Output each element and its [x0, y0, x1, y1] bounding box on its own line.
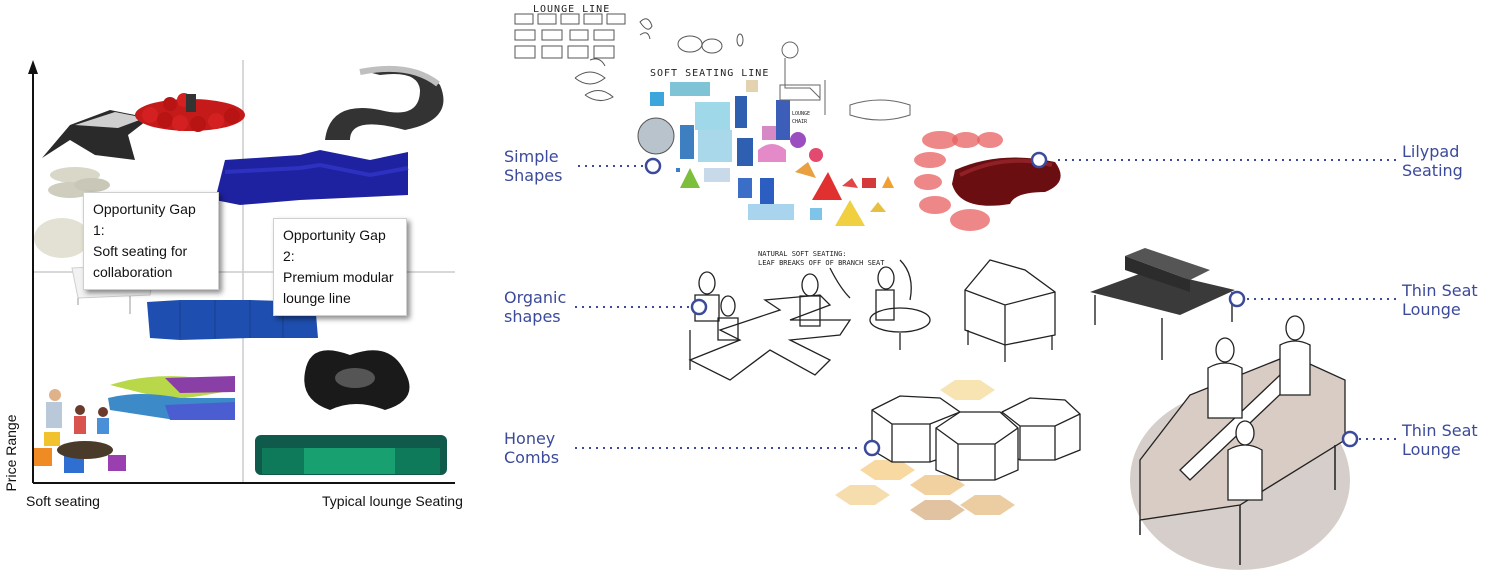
marker-simple-shapes-icon [644, 157, 662, 175]
lounge-chair-note-line-2: CHAIR [792, 119, 808, 125]
opportunity-gap-2-box: Opportunity Gap 2: Premium modular loung… [273, 218, 407, 316]
gap2-line-1: Opportunity Gap 2: [283, 227, 386, 264]
callout-thin-seat-2-line-1: Thin Seat [1402, 421, 1478, 440]
callout-thin-seat-lounge-2: Thin Seat Lounge [1402, 421, 1478, 459]
natural-soft-seating-note: NATURAL SOFT SEATING: LEAF BREAKS OFF OF… [758, 250, 884, 268]
callout-thin-seat-1-line-2: Lounge [1402, 300, 1461, 319]
lounge-line-thumbnails [514, 13, 744, 101]
gap1-line-3: collaboration [93, 264, 173, 280]
gap2-line-3: lounge line [283, 290, 351, 306]
callout-thin-seat-lounge-1: Thin Seat Lounge [1402, 281, 1478, 319]
callout-thin-seat-1-line-1: Thin Seat [1402, 281, 1478, 300]
callout-honey-combs-line-1: Honey [504, 429, 556, 448]
furniture-image-colorful-modules [108, 376, 235, 420]
soft-seating-shapes [637, 80, 894, 226]
sketch-graphics [514, 13, 1397, 570]
furniture-image-curved-black-bench [325, 65, 444, 140]
lilypad-seating-image [914, 131, 1061, 231]
callout-lilypad-line-1: Lilypad [1402, 142, 1460, 161]
marker-lilypad-icon [1030, 151, 1048, 169]
callout-markers [644, 151, 1359, 457]
lounge-chair-sketch [779, 41, 911, 121]
soft-seating-line-title: SOFT SEATING LINE [650, 68, 770, 79]
furniture-image-stacked-poufs [34, 167, 110, 258]
marker-organic-icon [690, 298, 708, 316]
furniture-image-green-sofa [255, 435, 447, 475]
gap1-line-1: Opportunity Gap 1: [93, 201, 196, 238]
natural-note-line-1: NATURAL SOFT SEATING: [758, 250, 847, 258]
y-axis-label: Price Range [3, 414, 19, 492]
callout-lilypad-seating: Lilypad Seating [1402, 142, 1463, 180]
callout-simple-shapes-line-2: Shapes [504, 166, 563, 185]
callout-lilypad-line-2: Seating [1402, 161, 1463, 180]
furniture-image-blue-modular-sofa [215, 150, 409, 205]
modular-ottoman-sketch [964, 259, 1056, 362]
x-axis-left-label: Soft seating [26, 493, 100, 509]
lounge-chair-note-line-1: LOUNGE [792, 111, 811, 117]
thin-seat-lounge-image-1 [1090, 248, 1235, 360]
callout-organic-line-2: shapes [504, 307, 561, 326]
callout-leaders [575, 159, 1397, 449]
lounge-chair-note: LOUNGE CHAIR [792, 110, 810, 126]
furniture-image-people-on-poufs [34, 389, 126, 473]
gap2-line-2: Premium modular [283, 269, 394, 285]
marker-thin-seat-1-icon [1228, 290, 1246, 308]
matrix-graphics [28, 60, 455, 484]
marker-thin-seat-2-icon [1341, 430, 1359, 448]
callout-simple-shapes-line-1: Simple [504, 147, 559, 166]
callout-organic-line-1: Organic [504, 288, 567, 307]
thin-seat-lounge-sketch-2 [1130, 315, 1350, 570]
callout-honey-combs: Honey Combs [504, 429, 559, 467]
y-axis-arrow [28, 60, 38, 74]
honeycomb-sketch [835, 380, 1081, 520]
furniture-image-red-ball-sofa [135, 93, 245, 132]
furniture-image-black-loop-sofa [304, 350, 410, 410]
lounge-line-title: LOUNGE LINE [533, 4, 611, 15]
organic-shapes-sketch [688, 259, 931, 381]
gap1-line-2: Soft seating for [93, 243, 188, 259]
natural-note-line-2: LEAF BREAKS OFF OF BRANCH SEAT [758, 259, 885, 267]
x-axis-right-label: Typical lounge Seating [322, 493, 463, 509]
callout-simple-shapes: Simple Shapes [504, 147, 562, 185]
opportunity-gap-1-box: Opportunity Gap 1: Soft seating for coll… [83, 192, 219, 290]
furniture-image-grey-lounger [42, 110, 150, 160]
callout-thin-seat-2-line-2: Lounge [1402, 440, 1461, 459]
callout-honey-combs-line-2: Combs [504, 448, 560, 467]
marker-honey-combs-icon [863, 439, 881, 457]
callout-organic-shapes: Organic shapes [504, 288, 566, 326]
